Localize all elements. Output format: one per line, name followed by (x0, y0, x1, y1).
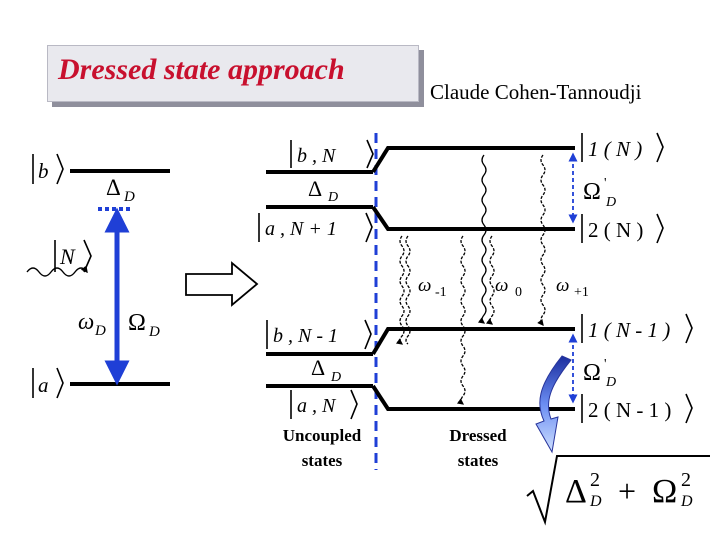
transform-arrow (185, 261, 259, 307)
svg-text:D: D (327, 190, 338, 205)
svg-text:ω: ω (78, 309, 94, 334)
svg-text:D: D (94, 323, 106, 339)
transition-zero-a (456, 235, 466, 405)
laser-frequency-label: ω D (78, 309, 106, 339)
svg-text:Δ: Δ (308, 176, 322, 201)
ket-a-N-plus-1: a , N + 1 (258, 212, 373, 243)
svg-text:2: 2 (681, 469, 691, 491)
svg-text:D: D (605, 375, 616, 390)
transition-minus1b (405, 235, 411, 345)
svg-text:1 ( N - 1 ): 1 ( N - 1 ) (588, 318, 670, 342)
connector-top-upper (371, 146, 575, 174)
ket-2-N-minus-1: 2 ( N - 1 ) (581, 393, 693, 424)
ket-b-N-minus-1: b , N - 1 (266, 319, 372, 350)
svg-text:N: N (59, 244, 76, 269)
connector-bottom-upper (371, 327, 575, 356)
svg-text:b: b (38, 159, 49, 183)
transition-label-minus1: ω -1 (418, 275, 447, 300)
ket-a-N: a , N (290, 389, 358, 420)
transition-zero-c (485, 235, 495, 325)
svg-text:a , N + 1: a , N + 1 (265, 218, 337, 240)
svg-text:ω: ω (418, 275, 431, 296)
svg-text:b , N: b , N (297, 145, 337, 167)
author-name: Claude Cohen-Tannoudji (430, 80, 642, 104)
transition-plus1 (537, 154, 546, 327)
svg-text:Δ: Δ (311, 355, 325, 380)
svg-text:1 ( N ): 1 ( N ) (588, 137, 642, 161)
dressed-caption-line1: Dressed (449, 426, 507, 445)
dressed-manifold-bottom: 1 ( N - 1 ) Ω ' D 2 ( N - 1 ) (568, 313, 693, 424)
svg-text:2 ( N ): 2 ( N ) (588, 218, 643, 242)
connector-bottom-lower (371, 384, 575, 411)
connector-top-lower (371, 205, 575, 231)
dressed-manifold-top: 1 ( N ) Ω ' D 2 ( N ) (568, 132, 664, 244)
sqrt-sign (526, 455, 710, 526)
svg-text:Ω: Ω (583, 179, 601, 205)
svg-text:D: D (330, 370, 341, 385)
detuning-label-left: Δ D (106, 175, 135, 205)
transition-label-zero: ω 0 (495, 275, 522, 300)
svg-text:D: D (605, 195, 616, 210)
svg-text:': ' (604, 176, 607, 191)
transition-minus1 (395, 235, 405, 345)
svg-text:ω: ω (556, 275, 569, 296)
svg-text:2 ( N - 1 ): 2 ( N - 1 ) (588, 398, 671, 422)
svg-text:-1: -1 (435, 285, 447, 300)
ket-b-N: b , N (290, 139, 374, 169)
svg-text:D: D (589, 493, 602, 510)
callout-arrow (535, 355, 572, 454)
transitions: ω -1 ω 0 ω +1 (395, 154, 589, 405)
svg-text:b , N - 1: b , N - 1 (273, 325, 338, 347)
dressed-rabi-top: Ω ' D (583, 176, 616, 210)
svg-text:Ω: Ω (128, 310, 146, 336)
svg-text:Δ: Δ (565, 473, 587, 510)
ket-a: a (32, 367, 64, 399)
uncoupled-caption-line1: Uncoupled (283, 426, 362, 445)
svg-text:Ω: Ω (583, 360, 601, 386)
svg-text:': ' (604, 357, 607, 372)
ket-1-N: 1 ( N ) (581, 132, 664, 163)
ket-1-N-minus-1: 1 ( N - 1 ) (581, 313, 693, 344)
svg-text:a , N: a , N (297, 395, 337, 417)
detuning-bottom: Δ D (311, 355, 341, 385)
ket-photon-n: N (54, 239, 92, 273)
svg-text:Δ: Δ (106, 175, 121, 200)
rabi-frequency-label: Ω D (128, 310, 160, 340)
dressed-caption-line2: states (458, 451, 499, 470)
uncoupled-manifold-bottom: b , N - 1 Δ D a , N (266, 319, 373, 420)
detuning-top: Δ D (308, 176, 338, 205)
svg-text:a: a (38, 373, 49, 397)
svg-text:D: D (680, 493, 693, 510)
uncoupled-caption-line2: states (302, 451, 343, 470)
svg-text:+: + (618, 473, 636, 509)
photon-wave (26, 265, 88, 277)
slide-title: Dressed state approach (58, 53, 345, 86)
svg-text:+1: +1 (574, 285, 589, 300)
ket-2-N: 2 ( N ) (581, 213, 664, 244)
svg-text:Ω: Ω (652, 473, 677, 510)
svg-text:D: D (148, 324, 160, 340)
transition-zero-b (477, 154, 487, 324)
ket-b: b (32, 153, 64, 185)
uncoupled-manifold-top: b , N Δ D a , N + 1 (258, 139, 374, 243)
bare-atom-panel: b a N Δ D ω D Ω D (26, 153, 170, 399)
title-box (47, 45, 419, 102)
transition-label-plus1: ω +1 (556, 275, 589, 300)
svg-text:0: 0 (515, 285, 522, 300)
svg-text:ω: ω (495, 275, 508, 296)
svg-text:D: D (123, 189, 135, 205)
dressed-rabi-bottom: Ω ' D (583, 357, 616, 390)
generalized-rabi-formula: Δ 2 D + Ω 2 D (526, 455, 710, 526)
svg-text:2: 2 (590, 469, 600, 491)
